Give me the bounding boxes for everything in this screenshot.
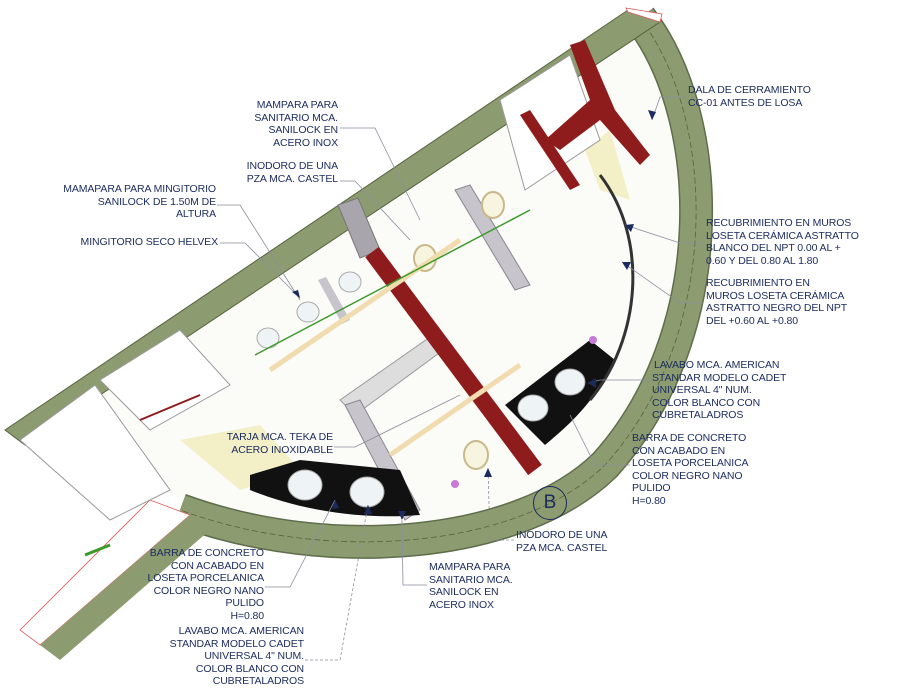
label-lavabo-left: LAVABO MCA. AMERICAN STANDAR MODELO CADE… [150, 625, 304, 688]
interior-wall [499, 54, 601, 191]
label-line: CON ACABADO EN [632, 444, 726, 457]
label-line: SANILOCK EN [268, 124, 338, 137]
label-line: LAVABO MCA. AMERICAN [178, 625, 304, 637]
drain [451, 480, 459, 488]
label-inodoro-bottom: INODORO DE UNA PZA MCA. CASTEL [516, 529, 607, 554]
label-line: UNIVERSAL 4" NUM. [204, 650, 304, 663]
red-beam-frame [520, 110, 580, 190]
label-line: H=0.80 [632, 494, 666, 507]
toilet [463, 440, 489, 470]
urinal [338, 271, 362, 293]
label-line: TARJA MCA. TEKA DE [226, 431, 333, 443]
label-line: COLOR BLANCO CON [652, 396, 761, 409]
red-beam [365, 246, 542, 476]
label-line: COLOR BLANCO CON [195, 662, 304, 675]
red-beam-frame [545, 40, 650, 165]
partition [454, 184, 531, 291]
label-line: LOSETA CERÁMICA ASTRATTO [706, 229, 859, 242]
urinal-partition [318, 277, 350, 324]
label-line: H=0.80 [230, 609, 264, 622]
label-line: MINGITORIO SECO HELVEX [80, 236, 219, 248]
drain [589, 336, 597, 344]
label-line: INODORO DE UNA [246, 160, 338, 172]
leader-arrowheads [292, 110, 656, 520]
label-line: CUBRETALADROS [652, 409, 744, 422]
black-tile-line [588, 174, 635, 401]
floor-zone-yellow [585, 130, 630, 200]
toilet [481, 191, 505, 219]
label-inodoro-top: INODORO DE UNA PZA MCA. CASTEL [228, 160, 338, 185]
label-line: PULIDO [225, 597, 265, 610]
label-recubrimiento-negro: RECUBRIMIENTO EN MUROS LOSETA CERÁMICA A… [706, 277, 847, 327]
urinal [296, 301, 320, 323]
entry-wall [40, 515, 210, 660]
label-recubrimiento-blanco: RECUBRIMIENTO EN MUROS LOSETA CERÁMICA A… [706, 217, 859, 267]
label-line: CON ACABADO EN [170, 559, 264, 572]
label-line: SANITARIO MCA. [429, 573, 513, 586]
label-line: ACERO INOX [429, 598, 494, 611]
label-line: SANILOCK DE 1.50M DE [97, 195, 216, 208]
urinal [256, 327, 280, 349]
label-line: CC-01 ANTES DE LOSA [688, 96, 803, 109]
label-line: CUBRETALADROS [212, 675, 304, 688]
wall-line [139, 394, 201, 421]
sink [287, 469, 323, 501]
label-mampara-bottom: MAMPARA PARA SANITARIO MCA. SANILOCK EN … [429, 561, 513, 611]
label-line: RECUBRIMIENTO EN [706, 277, 810, 289]
label-line: MAMPARA PARA [256, 99, 338, 111]
label-line: DEL +0.60 AL +0.80 [706, 314, 798, 327]
label-line: STANDAR MODELO CADET [652, 371, 787, 384]
label-dala: DALA DE CERRAMIENTO CC-01 ANTES DE LOSA [688, 84, 811, 109]
label-barra-left: BARRA DE CONCRETO CON ACABADO EN LOSETA … [130, 547, 265, 623]
label-line: ACERO INOXIDABLE [231, 443, 333, 456]
label-line: ALTURA [175, 208, 216, 221]
label-line: PZA MCA. CASTEL [246, 172, 338, 185]
label-line: MAMAPARA PARA MINGITORIO [63, 183, 216, 195]
label-line: PULIDO [632, 482, 671, 495]
label-line: UNIVERSAL 4" NUM. [652, 384, 752, 397]
label-line: SANILOCK EN [429, 586, 499, 599]
label-line: MUROS LOSETA CERÁMICA [706, 289, 845, 302]
label-line: COLOR NEGRO NANO [632, 469, 743, 482]
label-line: LOSETA PORCELANICA [632, 457, 749, 470]
label-mampara-top: MAMPARA PARA SANITARIO MCA. SANILOCK EN … [236, 99, 338, 149]
label-line: SANITARIO MCA. [254, 111, 338, 124]
label-lavabo-right: LAVABO MCA. AMERICAN STANDAR MODELO CADE… [652, 359, 786, 422]
label-line: COLOR NEGRO NANO [153, 584, 265, 597]
green-pipe [84, 543, 111, 557]
interior-wall [99, 329, 231, 431]
label-line: BLANCO DEL NPT 0.00 AL + [706, 242, 841, 255]
label-line: INODORO DE UNA [516, 529, 608, 541]
interior-wall [19, 384, 171, 521]
label-tarja: TARJA MCA. TEKA DE ACERO INOXIDABLE [200, 431, 333, 456]
label-line: 0.60 Y DEL 0.80 AL 1.80 [706, 254, 819, 267]
label-line: ASTRATTO NEGRO DEL NPT [706, 302, 848, 315]
sink [517, 394, 549, 422]
label-line: LAVABO MCA. AMERICAN [654, 359, 780, 371]
pipe [268, 237, 522, 458]
label-line: PZA MCA. CASTEL [516, 541, 608, 554]
green-pipe [254, 209, 531, 356]
grid-axis-marker: B [533, 486, 567, 520]
label-mingitorio: MINGITORIO SECO HELVEX [60, 236, 219, 249]
label-mampara-mingitorio: MAMAPARA PARA MINGITORIO SANILOCK DE 1.5… [40, 183, 216, 221]
label-barra-right: BARRA DE CONCRETO CON ACABADO EN LOSETA … [632, 432, 749, 508]
label-line: MAMPARA PARA [429, 561, 511, 573]
label-line: ACERO INOX [273, 136, 338, 149]
leader-lines [217, 96, 703, 661]
label-line: DALA DE CERRAMIENTO [688, 84, 811, 96]
label-line: BARRA DE CONCRETO [149, 547, 264, 559]
wall-cap [625, 7, 663, 23]
label-line: LOSETA PORCELANICA [147, 572, 265, 585]
sink [554, 368, 586, 396]
label-line: RECUBRIMIENTO EN MUROS [706, 217, 852, 229]
label-line: STANDAR MODELO CADET [169, 637, 304, 650]
sink [349, 476, 385, 508]
label-line: BARRA DE CONCRETO [632, 432, 747, 444]
